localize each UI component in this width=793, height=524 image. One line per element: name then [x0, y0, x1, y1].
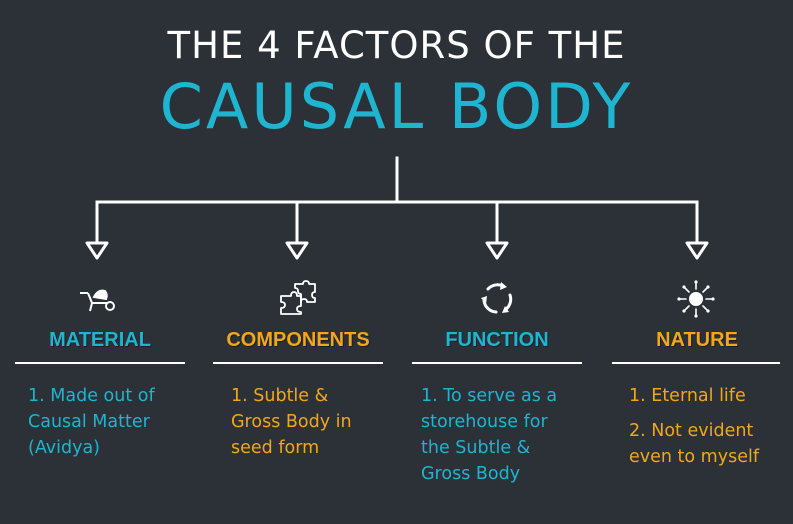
arrowhead-function [485, 241, 509, 260]
description-nature: 1. Eternal life 2. Not evident even to m… [629, 383, 789, 470]
divider-material [15, 362, 185, 364]
description-line: Gross Body [421, 464, 521, 484]
divider-nature [612, 362, 780, 364]
description-line: storehouse for [421, 412, 548, 432]
description-line: 1. To serve as a [421, 386, 558, 406]
title-line-1: THE 4 FACTORS OF THE [167, 24, 626, 67]
description-components: 1. Subtle & Gross Body in seed form [231, 383, 391, 461]
description-function: 1. To serve as a storehouse for the Subt… [421, 383, 591, 487]
sun-icon [677, 280, 715, 318]
description-line: Gross Body in [231, 412, 352, 432]
cycle-arrows-icon [481, 282, 513, 314]
description-line: 1. Made out of [28, 386, 155, 406]
description-line: Causal Matter [28, 412, 150, 432]
title-line-2: CAUSAL BODY [159, 70, 634, 143]
description-line: (Avidya) [28, 438, 101, 458]
heading-components: COMPONENTS [226, 329, 370, 351]
description-line: 1. Eternal life [629, 386, 746, 406]
arrowhead-components [285, 241, 309, 260]
description-line: 2. Not evident [629, 421, 754, 441]
description-line: seed form [231, 438, 320, 458]
divider-components [213, 362, 383, 364]
heading-function: FUNCTION [445, 329, 549, 351]
arrowhead-material [85, 241, 109, 260]
divider-function [412, 362, 582, 364]
description-line: even to myself [629, 447, 759, 467]
heading-material: MATERIAL [49, 329, 151, 351]
description-line: the Subtle & [421, 438, 531, 458]
puzzle-icon [280, 280, 316, 315]
description-material: 1. Made out of Causal Matter (Avidya) [28, 383, 188, 461]
heading-nature: NATURE [656, 329, 738, 351]
arrowhead-nature [685, 241, 709, 260]
wheelbarrow-icon [80, 289, 115, 312]
description-line: 1. Subtle & [231, 386, 329, 406]
